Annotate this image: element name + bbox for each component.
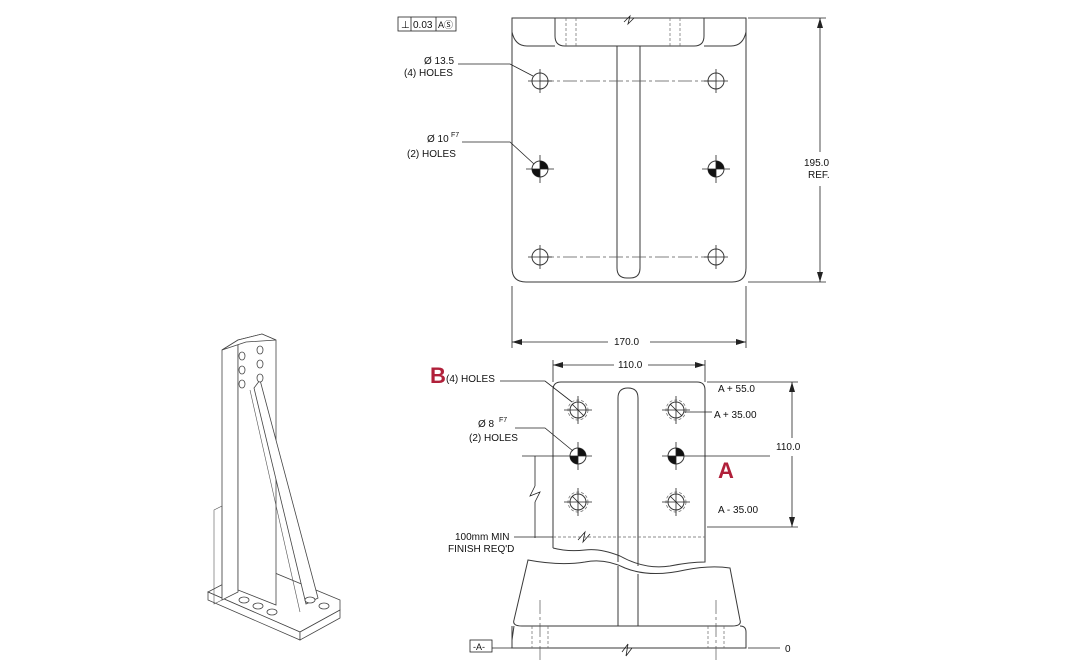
top-plate-outline [511,17,747,283]
top-flange [554,18,705,47]
height-dimension-195: 195.0 REF. [748,17,830,283]
base-outline [513,559,741,627]
height-value: 195.0 [804,158,829,169]
hole-callout-13-5: Ø 13.5 (4) HOLES [404,56,534,79]
mounting-hole [704,245,728,269]
finish-note-line1: 100mm MIN [455,532,509,543]
datum-b-callout: (4) HOLES [446,374,495,385]
width-value: 110.0 [618,360,643,371]
width-value: 170.0 [614,337,639,348]
hole-callout-10-f7: Ø 10 F7 (2) HOLES [407,132,535,165]
tapped-hole [564,488,592,516]
front-view: 110.0 B (4) HOLES [430,360,801,660]
mounting-hole [704,69,728,93]
tolerance-value: 0.03 [413,20,433,31]
pin-hole [702,155,730,183]
mounting-hole [528,69,552,93]
callout-count: (2) HOLES [469,433,518,444]
tapped-hole [564,396,592,424]
callout-fit: F7 [499,417,507,424]
callout-fit: F7 [451,132,459,139]
top-rib [616,46,641,279]
perpendicularity-symbol: ⊥ [401,20,410,31]
callout-diameter: Ø 10 [427,134,449,145]
perpendicularity-frame: ⊥ 0.03 AⓈ [397,16,457,32]
height-note: REF. [808,170,830,181]
height-value: 110.0 [776,442,801,453]
base-flange [511,625,747,649]
width-dimension-110: 110.0 [552,360,706,382]
datum-b-label: B [430,363,446,388]
column-rib [617,387,639,566]
dowel-hole [662,442,770,470]
zero-reference: 0 [785,644,791,655]
datum-a-label: A [718,458,734,483]
dowel-hole [522,442,592,470]
pin-hole [526,155,554,183]
finish-note-line2: FINISH REQ'D [448,544,514,555]
base-datum-frame: -A- [469,639,512,653]
hole-callout-8-f7: Ø 8 F7 (2) HOLES [469,417,574,452]
height-dimension-110: 110.0 [707,381,801,528]
datum-reference: AⓈ [438,20,453,30]
tapped-hole [662,396,690,424]
callout-diameter: Ø 13.5 [424,56,454,67]
mounting-hole [528,245,552,269]
isometric-view [207,333,341,641]
offset-a-plus-35: A + 35.00 [714,410,757,421]
callout-count: (2) HOLES [407,149,456,160]
column-outline [552,381,706,568]
callout-count: (4) HOLES [404,68,453,79]
width-dimension-170: 170.0 [511,286,747,348]
offset-a-plus-55: A + 55.0 [718,384,755,395]
offset-a-minus-35: A - 35.00 [718,505,758,516]
tapped-hole [662,488,690,516]
top-view: ⊥ 0.03 AⓈ [397,14,830,348]
callout-diameter: Ø 8 [478,419,495,430]
base-datum-label: -A- [473,642,485,652]
